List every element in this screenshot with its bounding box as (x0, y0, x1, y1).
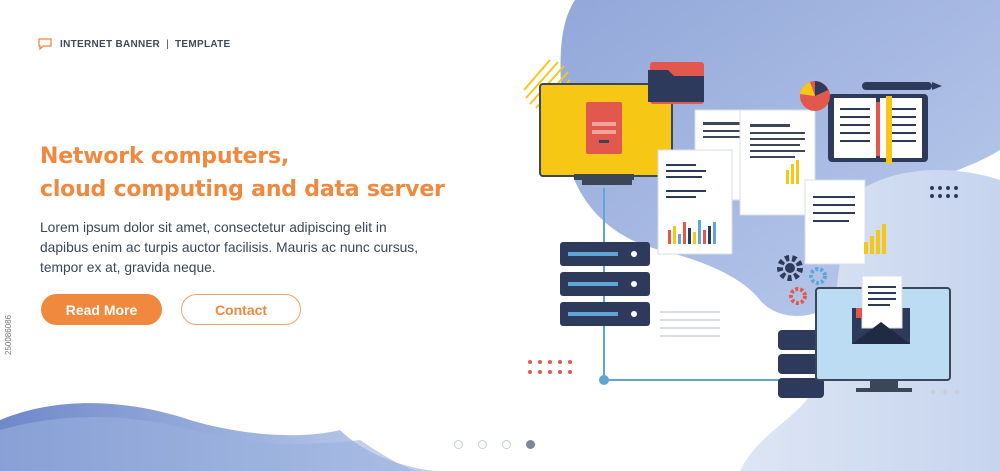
folder-icon (648, 62, 704, 104)
header-brand: INTERNET BANNER (60, 38, 161, 50)
page-title: Network computers, cloud computing and d… (40, 140, 445, 206)
read-more-button[interactable]: Read More (41, 294, 162, 325)
pager (454, 440, 535, 449)
header-separator: | (166, 38, 169, 50)
pager-dot-1[interactable] (454, 440, 463, 449)
server-icon (560, 242, 650, 326)
body-text: Lorem ipsum dolor sit amet, consectetur … (40, 220, 419, 275)
email-icon (815, 275, 951, 392)
notebook-icon (828, 94, 928, 164)
pager-dot-4[interactable] (526, 440, 535, 449)
contact-button[interactable]: Contact (181, 294, 301, 325)
title-line-1: Network computers, (40, 144, 290, 169)
title-line-2: cloud computing and data server (40, 177, 445, 202)
pie-chart-icon (800, 81, 830, 111)
monitor-icon (539, 83, 673, 185)
database-icon (778, 330, 824, 398)
watermark-id: 250086086 (4, 314, 13, 355)
bar-chart-icon (864, 224, 886, 254)
header-tag: TEMPLATE (174, 38, 231, 50)
pager-dot-2[interactable] (478, 440, 487, 449)
pager-dot-3[interactable] (502, 440, 511, 449)
network-illustration (523, 59, 960, 398)
plus-marks (930, 389, 960, 395)
document-icon-2 (804, 179, 866, 265)
pen-icon (862, 82, 942, 90)
gear-icon (777, 255, 827, 305)
decor-lines (660, 311, 720, 337)
chart-icon (657, 149, 733, 255)
header: INTERNET BANNER | TEMPLATE (38, 38, 231, 50)
chat-bubble-icon (38, 38, 52, 50)
decor-dots (528, 360, 572, 374)
decor-dots-2 (930, 186, 958, 198)
